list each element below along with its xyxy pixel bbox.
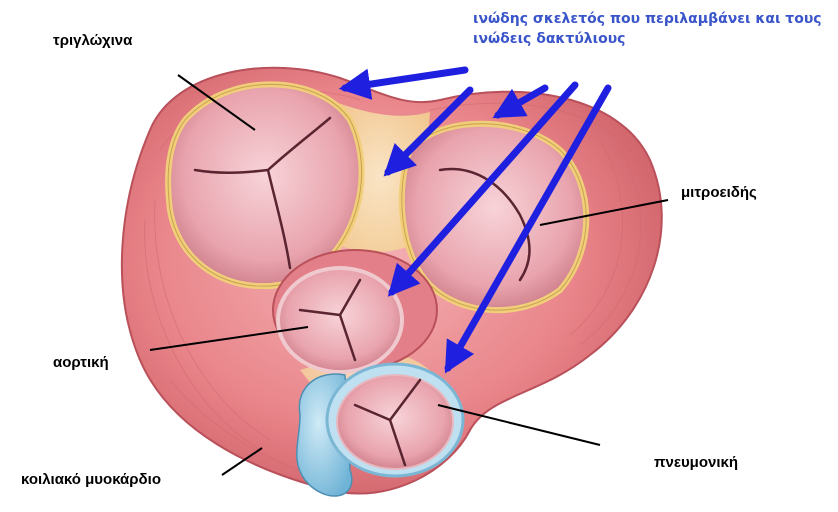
label-pulmonary: πνευμονική [654,454,738,471]
label-mitral: μιτροειδής [681,184,757,201]
label-ventricular-myocardium: κοιλιακό μυοκάρδιο [21,471,161,488]
callout-line-1: ινώδης σκελετός που περιλαμβάνει και του… [473,9,822,29]
label-aortic: αορτική [53,354,109,371]
callout-line-2: ινώδεις δακτύλιους [473,29,822,49]
label-tricuspid: τριγλώχινα [53,32,132,49]
pulmonary-valve [297,364,463,496]
fibrous-skeleton-callout: ινώδης σκελετός που περιλαμβάνει και του… [473,9,822,49]
arrow-to-tricuspid-annulus [345,70,465,88]
